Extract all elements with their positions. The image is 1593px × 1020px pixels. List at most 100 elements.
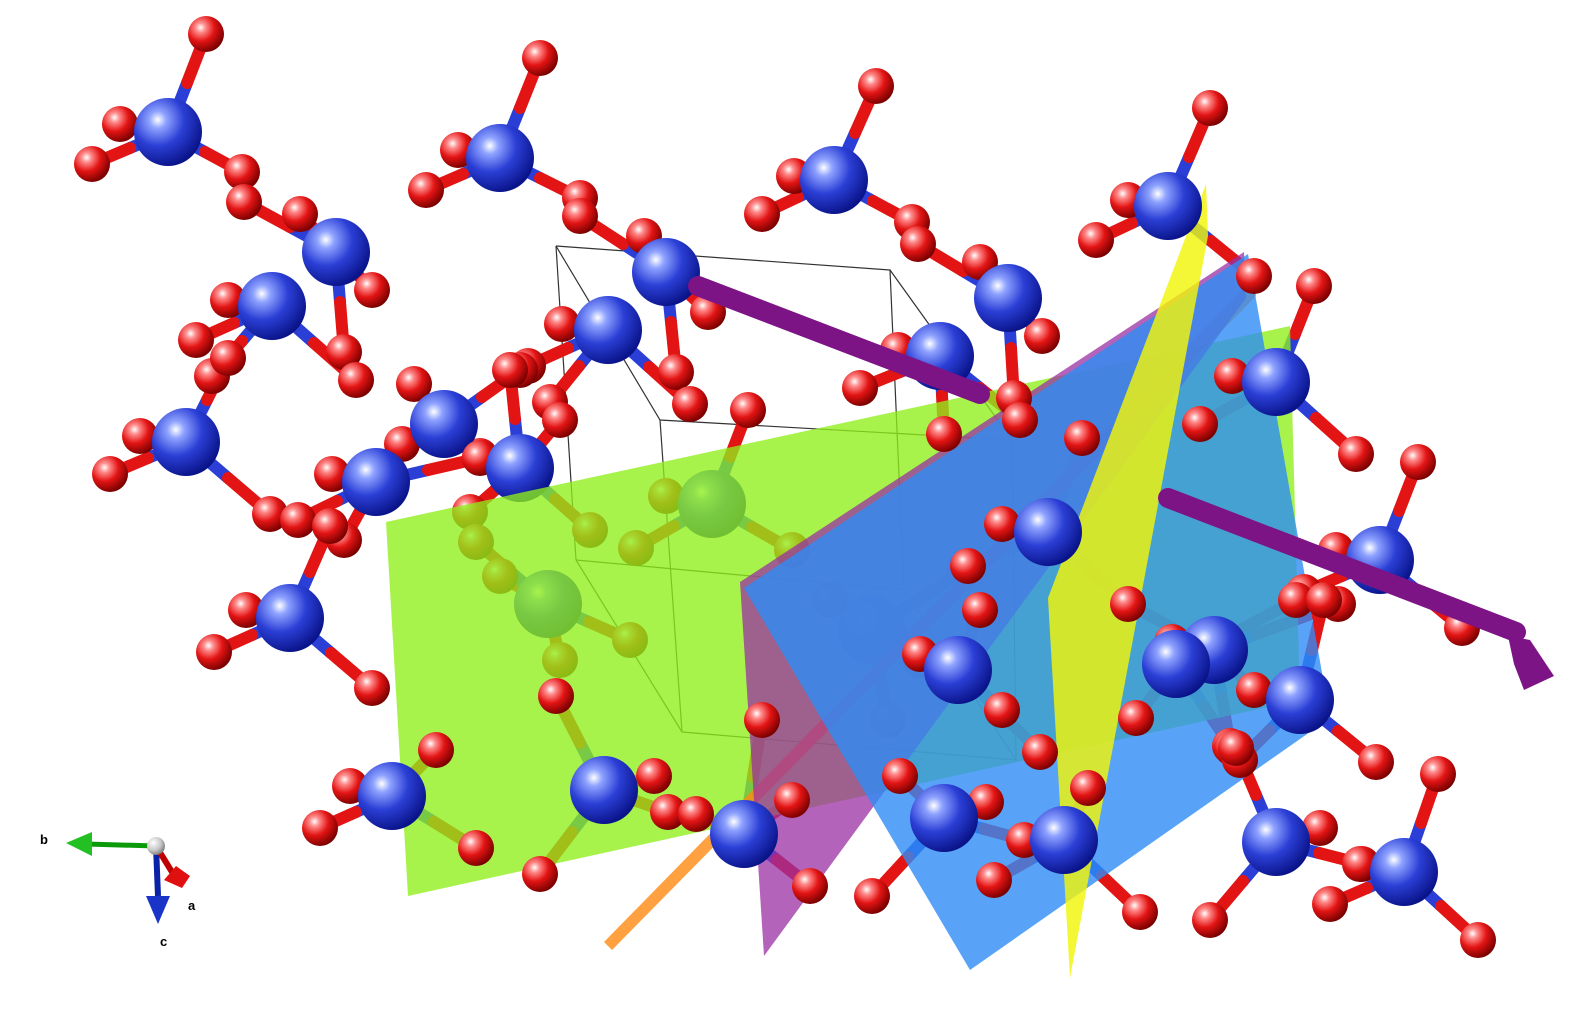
oxygen-atom	[302, 810, 338, 846]
oxygen-atom	[730, 392, 766, 428]
oxygen-atom	[1278, 582, 1314, 618]
lattice-planes	[386, 184, 1330, 978]
oxygen-atom	[1338, 436, 1374, 472]
a-axis-label: a	[188, 898, 196, 913]
silicon-atom	[1014, 498, 1082, 566]
oxygen-atom	[744, 196, 780, 232]
oxygen-atom	[950, 548, 986, 584]
silicon-atom	[238, 272, 306, 340]
oxygen-atom	[226, 184, 262, 220]
oxygen-atom	[900, 226, 936, 262]
silicon-atom	[632, 238, 700, 306]
oxygen-atom	[678, 796, 714, 832]
oxygen-atom	[1296, 268, 1332, 304]
oxygen-atom	[178, 322, 214, 358]
silicon-atom	[358, 762, 426, 830]
oxygen-atom	[396, 366, 432, 402]
oxygen-atom	[544, 306, 580, 342]
silicon-atom	[152, 408, 220, 476]
oxygen-atom	[1420, 756, 1456, 792]
oxygen-atom	[326, 334, 362, 370]
silicon-atom	[302, 218, 370, 286]
oxygen-atom	[210, 340, 246, 376]
oxygen-atom	[1358, 744, 1394, 780]
oxygen-atom	[1214, 358, 1250, 394]
oxygen-atom	[1070, 770, 1106, 806]
oxygen-atom	[458, 830, 494, 866]
oxygen-atom	[1078, 222, 1114, 258]
oxygen-atom	[1064, 420, 1100, 456]
oxygen-atom	[882, 758, 918, 794]
oxygen-atom	[858, 68, 894, 104]
oxygen-atom	[1182, 406, 1218, 442]
oxygen-atom	[1110, 586, 1146, 622]
direction-arrow	[688, 276, 1554, 690]
oxygen-atom	[984, 506, 1020, 542]
oxygen-atom	[354, 670, 390, 706]
b-axis-arrow	[66, 832, 92, 856]
oxygen-atom	[1192, 902, 1228, 938]
oxygen-atom	[92, 456, 128, 492]
oxygen-atom	[1002, 402, 1038, 438]
c-axis-label: c	[160, 934, 167, 949]
oxygen-atom	[314, 456, 350, 492]
silicon-atom	[134, 98, 202, 166]
oxygen-atom	[210, 282, 246, 318]
oxygen-atom	[562, 198, 598, 234]
oxygen-atom	[976, 862, 1012, 898]
oxygen-atom	[282, 196, 318, 232]
oxygen-atom	[418, 732, 454, 768]
oxygen-atom	[1022, 734, 1058, 770]
silicon-atom	[710, 800, 778, 868]
oxygen-atom	[74, 146, 110, 182]
oxygen-atom	[1218, 730, 1254, 766]
oxygen-atom	[122, 418, 158, 454]
oxygen-atom	[1342, 846, 1378, 882]
oxygen-atom	[312, 508, 348, 544]
silicon-atom	[800, 146, 868, 214]
oxygen-atom	[408, 172, 444, 208]
silicon-atom	[1266, 666, 1334, 734]
oxygen-atom	[854, 878, 890, 914]
silicon-atom	[1030, 806, 1098, 874]
oxygen-atom	[774, 782, 810, 818]
oxygen-atom	[1192, 90, 1228, 126]
oxygen-atom	[102, 106, 138, 142]
silicon-atom	[924, 636, 992, 704]
oxygen-atom	[1236, 258, 1272, 294]
oxygen-atom	[228, 592, 264, 628]
oxygen-atom	[1024, 318, 1060, 354]
silicon-atom	[342, 448, 410, 516]
silicon-atom	[1370, 838, 1438, 906]
silicon-atom	[1134, 172, 1202, 240]
oxygen-atom	[1306, 582, 1342, 618]
oxygen-atom	[188, 16, 224, 52]
oxygen-atom	[744, 702, 780, 738]
oxygen-atom	[542, 402, 578, 438]
silicon-atom	[486, 434, 554, 502]
oxygen-atom	[492, 352, 528, 388]
oxygen-atom	[984, 692, 1020, 728]
oxygen-atom	[1312, 886, 1348, 922]
oxygen-atom	[1122, 894, 1158, 930]
silicon-atom	[466, 124, 534, 192]
oxygen-atom	[522, 40, 558, 76]
oxygen-atom	[658, 354, 694, 390]
silicon-atom	[410, 390, 478, 458]
oxygen-atom	[962, 592, 998, 628]
oxygen-atom	[196, 634, 232, 670]
oxygen-atom	[224, 154, 260, 190]
silicon-atom	[1242, 808, 1310, 876]
a-axis-arrow	[164, 866, 190, 888]
oxygen-atom	[842, 370, 878, 406]
b-axis-label: b	[40, 832, 48, 847]
oxygen-atom	[1236, 672, 1272, 708]
silicon-atom	[974, 264, 1042, 332]
silicon-atom	[910, 784, 978, 852]
oxygen-atom	[280, 502, 316, 538]
oxygen-atom	[636, 758, 672, 794]
silicon-atom	[574, 296, 642, 364]
oxygen-atom	[926, 416, 962, 452]
oxygen-atom	[672, 386, 708, 422]
silicon-atom	[1142, 630, 1210, 698]
